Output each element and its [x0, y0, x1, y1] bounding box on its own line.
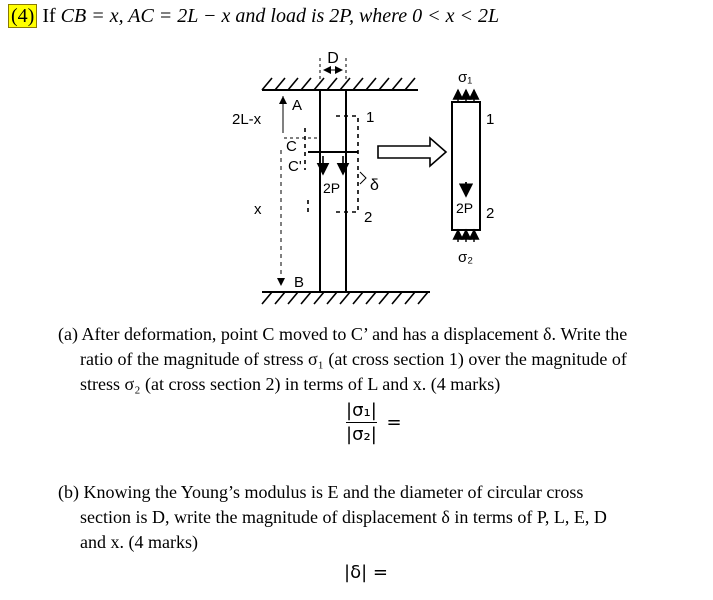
if-word: If	[42, 5, 56, 27]
ratio-answer: |σ₁| |σ₂| =	[346, 400, 416, 445]
diameter-dimension	[319, 58, 347, 82]
label-D: D	[327, 50, 339, 67]
bar	[319, 89, 347, 293]
fbd-sigma2: σ₂	[458, 249, 473, 266]
label-2L-x: 2L-x	[232, 111, 262, 128]
question-b: (b) Knowing the Young’s modulus is E and…	[58, 480, 607, 555]
question-a-line3: stress σ₂ (at cross section 2) in terms …	[80, 374, 501, 394]
section-cuts	[304, 115, 359, 214]
label-delta: δ	[370, 177, 379, 194]
free-body-diagram	[451, 88, 481, 242]
label-Cprime: C'	[288, 158, 302, 175]
ratio-equals: =	[386, 412, 402, 433]
hollow-arrow-icon	[377, 136, 448, 168]
problem-condition: CB = x, AC = 2L − x and load is 2P, wher…	[60, 5, 500, 27]
fbd-section-2: 2	[486, 205, 494, 222]
bottom-support	[261, 291, 430, 305]
fbd-2P: 2P	[456, 200, 473, 216]
bar-diagram: D 2L-x A C C' x B 2P δ 1 2	[232, 50, 494, 305]
problem-header: (4) If CB = x, AC = 2L − x and load is 2…	[8, 4, 499, 28]
ratio-numerator: |σ₁|	[346, 400, 377, 421]
question-a: (a) After deformation, point C moved to …	[58, 322, 627, 397]
delta-answer: |δ| =	[344, 562, 388, 583]
question-a-line1: (a) After deformation, point C moved to …	[58, 324, 628, 344]
fbd-section-1: 1	[486, 111, 494, 128]
arrow-B-icon	[277, 278, 285, 286]
problem-number: (4)	[8, 4, 38, 28]
label-x: x	[254, 201, 262, 218]
ratio-denominator: |σ₂|	[346, 424, 377, 445]
load-bracket	[308, 151, 367, 185]
question-b-line2: section is D, write the magnitude of dis…	[80, 507, 607, 527]
question-b-line3: and x. (4 marks)	[80, 532, 198, 552]
fbd-sigma1: σ₁	[458, 69, 472, 86]
label-B: B	[294, 274, 304, 291]
question-a-line2: ratio of the magnitude of stress σ₁ (at …	[80, 349, 627, 369]
label-2P: 2P	[323, 180, 340, 196]
arrow-A-icon	[279, 96, 287, 104]
top-support	[261, 77, 418, 91]
question-b-line1: (b) Knowing the Young’s modulus is E and…	[58, 482, 584, 502]
label-A: A	[292, 97, 302, 114]
fraction-bar	[346, 422, 377, 423]
section-2-label: 2	[364, 209, 372, 226]
section-1-label: 1	[366, 109, 374, 126]
label-C: C	[286, 138, 297, 155]
